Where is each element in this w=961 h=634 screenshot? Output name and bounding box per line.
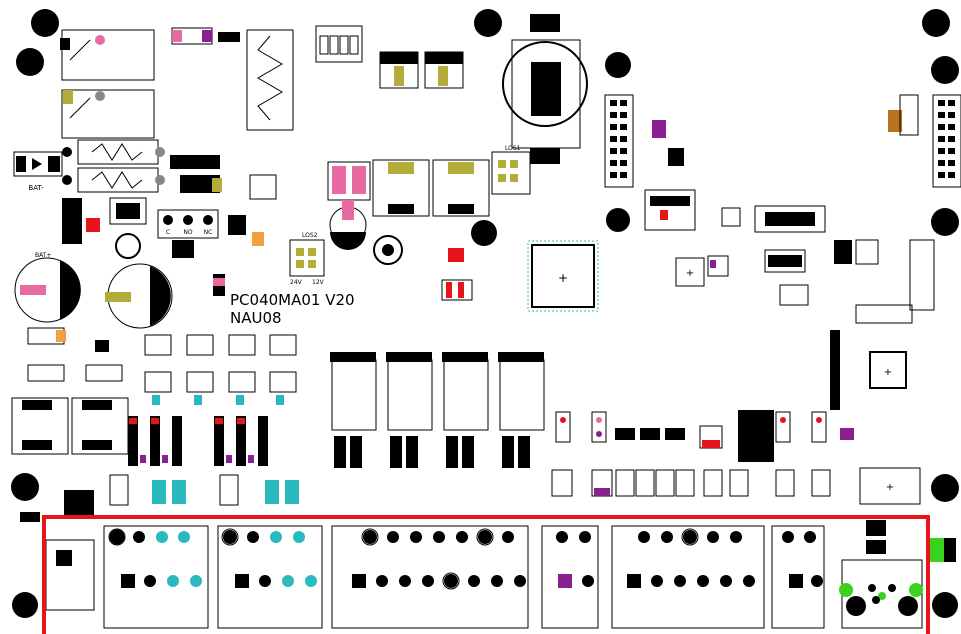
fuse-pads-gray — [155, 147, 165, 185]
board-title: PC040MA01 V20 — [230, 291, 355, 309]
diode-bat — [13, 151, 63, 177]
label-relay-c: C — [166, 229, 170, 236]
ic-right-mid: + — [675, 255, 729, 287]
label-12v: 12V — [312, 279, 325, 286]
svg-text:+: + — [686, 268, 694, 279]
fuse-pads — [62, 147, 72, 185]
rj-connector — [839, 583, 923, 616]
svg-text:+: + — [884, 367, 892, 378]
relay-pad-olive — [63, 90, 73, 104]
label-conn2: LOS2 — [302, 232, 318, 239]
capacitors-mid — [327, 159, 490, 217]
microcontroller: + — [527, 240, 599, 312]
label-relay-nc: NC — [204, 229, 213, 236]
small-ics — [172, 215, 264, 258]
bottom-right-parts: + — [830, 330, 956, 562]
jumper-block — [289, 239, 325, 277]
inductor-round — [373, 235, 403, 265]
power-resistor — [246, 29, 294, 131]
red-led-block — [441, 248, 473, 301]
bottom-left-parts — [20, 474, 299, 611]
cap-round — [329, 200, 367, 250]
header-j2 — [932, 94, 961, 188]
label-24v: 24V — [290, 279, 303, 286]
ic-row-left — [144, 334, 297, 393]
ic-qfn: + — [869, 351, 907, 389]
transistor-row — [615, 410, 774, 462]
smd-row-bottom — [551, 469, 831, 497]
title-marker-pink — [213, 278, 225, 286]
regulator — [899, 94, 919, 136]
label-relay-no: NO — [183, 229, 192, 236]
relay-driver-blocks — [128, 416, 268, 466]
label-conn: LOS1 — [505, 145, 521, 152]
label-bat-mid: BAT+ — [35, 252, 51, 259]
big-caps-left — [14, 233, 173, 329]
relay-terminal — [157, 209, 219, 239]
jumper-los1 — [491, 151, 531, 195]
relay-pad-pink — [95, 35, 105, 45]
relay-driver-purple — [140, 455, 254, 463]
diodes-left — [27, 327, 123, 382]
diode-top — [171, 27, 240, 45]
relay-modules-pads — [330, 352, 544, 468]
svg-text:+: + — [886, 482, 894, 493]
label-bat-top: BAT- — [28, 184, 44, 192]
relay-pad-gray — [95, 91, 105, 101]
board-subtitle: NAU08 — [230, 309, 282, 327]
relay-pad — [60, 38, 70, 50]
relay-driver-red — [129, 418, 245, 424]
relay-k1 — [61, 29, 155, 139]
ic-cluster-right — [644, 120, 935, 324]
header-j1 — [604, 94, 634, 188]
ic-row-cyan-pads — [152, 395, 284, 405]
terminal-pins-bottom — [121, 572, 823, 590]
regulator-pad-brown — [888, 110, 902, 132]
led-indicators — [555, 411, 827, 443]
terminal-pins-top — [108, 528, 816, 546]
highlight-frame — [42, 515, 930, 634]
svg-text:+: + — [558, 271, 568, 285]
capacitors-top — [379, 51, 464, 89]
dip-switch — [315, 25, 363, 63]
mounting-holes — [11, 9, 959, 618]
coin-battery-holder — [502, 14, 588, 164]
smd-components-left — [62, 155, 277, 244]
